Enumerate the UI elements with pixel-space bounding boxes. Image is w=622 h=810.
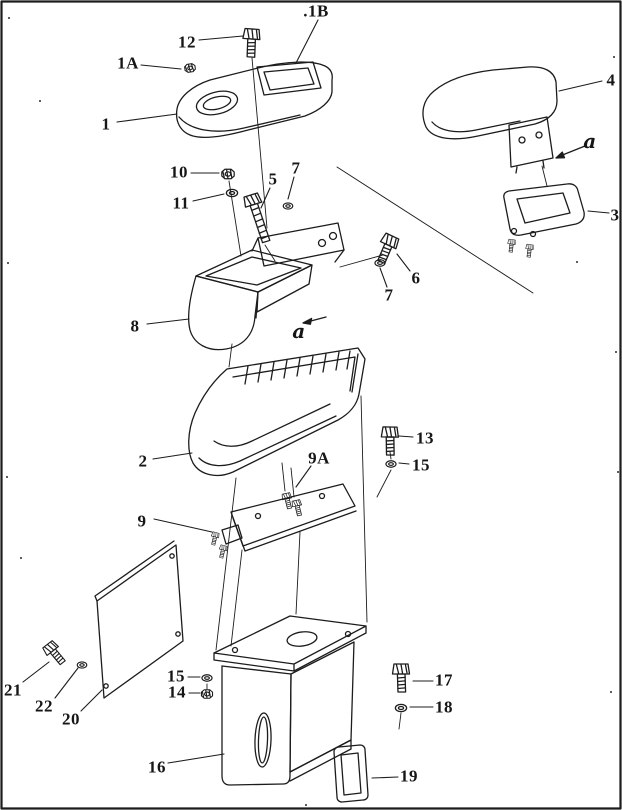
bolt-21 [41, 639, 69, 669]
callout-21: 21 [4, 680, 22, 700]
part-3-frame [503, 183, 585, 258]
nut-14 [200, 689, 214, 699]
part-20-side-panel [94, 540, 184, 699]
callout-4: 4 [606, 70, 616, 90]
bolt-17 [391, 663, 411, 693]
assembly-axis-lines [206, 57, 548, 730]
callout-a-armrest: a [583, 129, 597, 153]
bolt-13 [380, 426, 400, 456]
nut-10 [221, 168, 235, 180]
callout-1a: 1A [117, 53, 139, 73]
part-19-cap [333, 744, 369, 803]
callout-15-left: 15 [167, 666, 185, 686]
part-2-lower-cover [188, 347, 366, 477]
callout-9a: 9A [308, 448, 330, 468]
callout-7-upper: 7 [291, 158, 301, 178]
callout-11: 11 [172, 193, 190, 213]
section-arrow-armrest [555, 145, 586, 159]
part-4-armrest [422, 66, 558, 174]
callout-1: 1 [101, 114, 111, 134]
callout-8: 8 [130, 316, 140, 336]
washer-11 [225, 188, 239, 198]
washer-18 [394, 703, 408, 713]
callout-a-console: a [292, 319, 306, 343]
callout-3: 3 [610, 205, 620, 225]
callout-7-middle: 7 [384, 285, 394, 305]
leader-lines [22, 19, 610, 779]
part-8-console-body [188, 222, 345, 351]
bolt-12 [240, 27, 262, 59]
callout-14: 14 [168, 682, 186, 702]
callout-15-right: 15 [412, 455, 430, 475]
screw-9a-second [290, 499, 305, 517]
washer-15-right [385, 460, 397, 468]
washer-7-upper [282, 202, 294, 210]
callout-13: 13 [416, 428, 434, 448]
callout-17: 17 [435, 670, 453, 690]
callout-12: 12 [178, 32, 196, 52]
callout-2: 2 [138, 451, 148, 471]
callout-19: 19 [400, 766, 418, 786]
section-arrow-console [302, 316, 327, 325]
part-1-top-cover [175, 61, 333, 138]
callout-1b: .1B [303, 1, 329, 21]
callout-10: 10 [170, 162, 188, 182]
callout-20: 20 [62, 709, 80, 729]
callout-5: 5 [268, 169, 278, 189]
callout-18: 18 [435, 697, 453, 717]
scan-specks [6, 17, 619, 806]
washer-22 [76, 661, 88, 669]
screw-9a [280, 492, 295, 510]
washer-15-left [201, 674, 213, 682]
nut-1a [183, 62, 197, 74]
callout-22: 22 [35, 696, 53, 716]
callout-9: 9 [137, 511, 147, 531]
callout-16: 16 [148, 757, 166, 777]
part-16-stand [213, 615, 367, 786]
part-9-plate [208, 483, 357, 560]
callout-6: 6 [411, 268, 421, 288]
